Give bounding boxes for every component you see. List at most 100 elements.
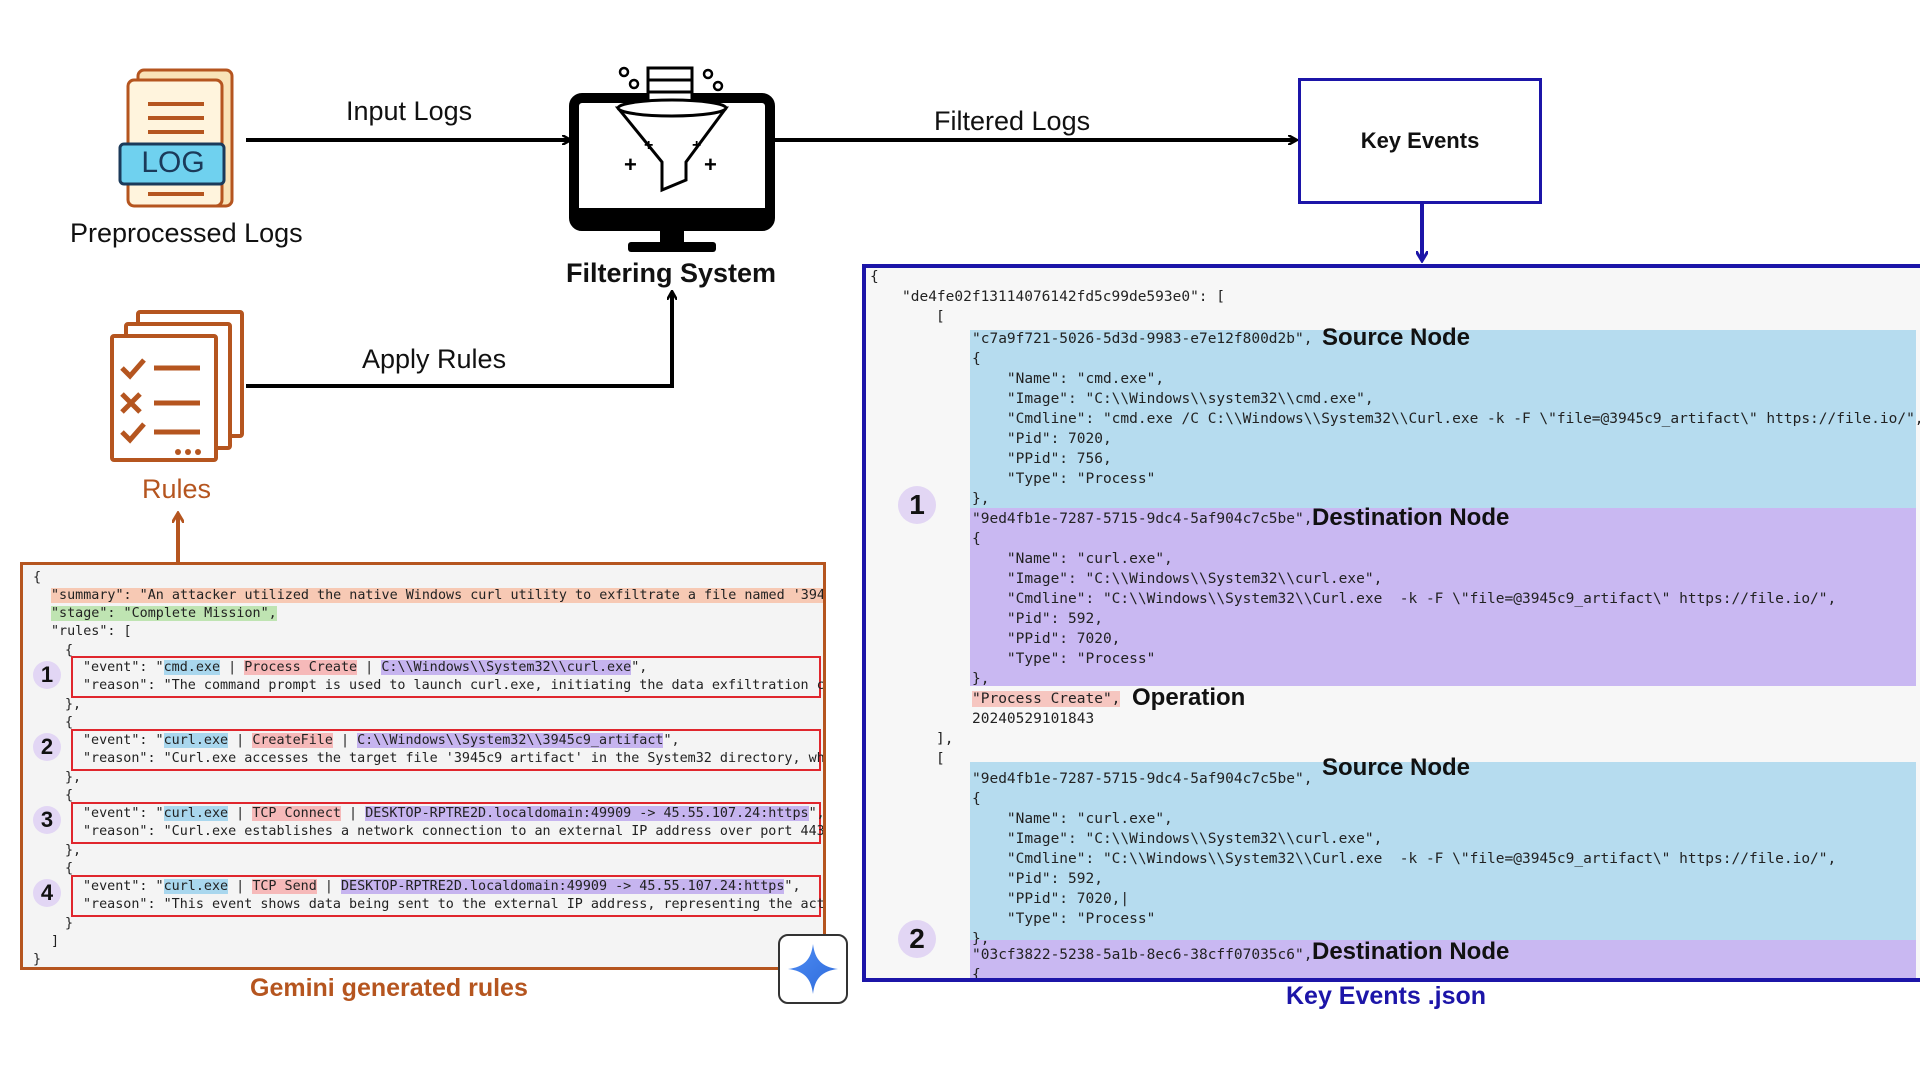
event-key: "event": " [83, 806, 164, 821]
rules-label: Rules [142, 474, 212, 504]
rule-badge-1: 1 [33, 661, 61, 689]
rule-operation: Process Create [244, 660, 358, 675]
json-open: { [870, 269, 879, 285]
rule-reason-line: "reason": "This event shows data being s… [83, 897, 825, 912]
source-node-label: Source Node [1322, 754, 1471, 781]
timestamp-line: 20240529101843 [972, 711, 1095, 727]
rule-brace-close: }, [65, 697, 82, 712]
rule-target: DESKTOP-RPTRE2D.localdomain:49909 -> 45.… [365, 806, 809, 821]
dest-node-id: "03cf3822-5238-5a1b-8ec6-38cff07035c6", [972, 947, 1313, 963]
rule-brace-close: }, [65, 843, 82, 858]
rule-actor: curl.exe [163, 733, 229, 748]
svg-text:+: + [704, 152, 717, 177]
rule-event-line: "event": "curl.exe | CreateFile | C:\\Wi… [83, 733, 680, 748]
json-line: }, [972, 671, 990, 687]
rule-event-line: "event": "curl.exe | TCP Connect | DESKT… [83, 806, 825, 821]
rule-brace-close-last: } [65, 916, 74, 931]
json-line: "Image": "C:\\Windows\\system32\\cmd.exe… [972, 391, 1374, 407]
code-open-brace: { [33, 570, 42, 585]
monitor-funnel-icon: + + + + [568, 62, 776, 262]
json-line: "Type": "Process" [972, 471, 1156, 487]
source-node-id: "c7a9f721-5026-5d3d-9983-e7e12f800d2b", [972, 331, 1313, 347]
operation-label: Operation [1132, 684, 1246, 711]
rule-target: C:\\Windows\\System32\\3945c9_artifact [357, 733, 664, 748]
event-key: "event": " [83, 733, 164, 748]
log-icon-text: LOG [141, 146, 205, 179]
json-edge-open: [ [936, 309, 945, 325]
json-line: { [972, 351, 981, 367]
json-line: "Type": "Process" [972, 651, 1156, 667]
stage-text: "stage": "Complete Mission", [51, 606, 277, 621]
rule-actor: cmd.exe [163, 660, 221, 675]
rules-checklist-icon [108, 308, 248, 468]
rule-operation: TCP Connect [252, 806, 341, 821]
dest-node-block-2 [970, 940, 1916, 978]
json-edge-close: ], [936, 731, 954, 747]
rule-operation: CreateFile [252, 733, 333, 748]
stage-line: "stage": "Complete Mission", [51, 605, 277, 624]
event-key: "event": " [83, 660, 164, 675]
rule-reason-line: "reason": "Curl.exe establishes a networ… [83, 824, 826, 839]
dest-node-id: "9ed4fb1e-7287-5715-9dc4-5af904c7c5be", [972, 511, 1313, 527]
source-node-label: Source Node [1322, 324, 1471, 351]
json-line: "Name": "curl.exe", [972, 551, 1173, 567]
key-events-label: Key Events [1360, 128, 1480, 153]
gemini-rules-panel: { "summary": "An attacker utilized the n… [20, 562, 826, 970]
filtering-system-label: Filtering System [566, 258, 777, 288]
rule-brace-open: { [65, 788, 74, 803]
rule-badge-4: 4 [33, 879, 61, 907]
rule-actor: curl.exe [163, 879, 229, 894]
event-key: "event": " [83, 879, 164, 894]
rule-brace-open: { [65, 715, 74, 730]
edge-badge-1: 1 [898, 486, 936, 524]
source-node-block-2 [970, 762, 1916, 940]
key-events-json-panel: { "de4fe02f13114076142fd5c99de593e0": [ … [862, 264, 1920, 982]
rule-box-3 [71, 802, 821, 844]
json-line: "PPid": 756, [972, 451, 1112, 467]
json-line: "Image": "C:\\Windows\\System32\\curl.ex… [972, 571, 1383, 587]
json-root-key: "de4fe02f13114076142fd5c99de593e0": [ [902, 289, 1226, 305]
rule-box-1 [71, 656, 821, 698]
dest-node-label: Destination Node [1312, 938, 1510, 965]
svg-text:+: + [644, 137, 653, 154]
rule-brace-open: { [65, 861, 74, 876]
key-events-box: Key Events [1298, 78, 1542, 204]
key-events-json-caption: Key Events .json [1286, 982, 1487, 1010]
rule-box-4 [71, 875, 821, 917]
event-suffix: ", [784, 879, 801, 894]
json-line: "Cmdline": "cmd.exe /C C:\\Windows\\Syst… [972, 411, 1920, 427]
rules-close: ] [51, 934, 60, 949]
gemini-caption: Gemini generated rules [250, 974, 528, 1002]
json-line: "PPid": 7020,| [972, 891, 1130, 907]
operation-line: "Process Create", [972, 690, 1121, 710]
json-line: { [972, 531, 981, 547]
json-line: "Name": "curl.exe", [972, 811, 1173, 827]
json-line: { [972, 967, 981, 982]
apply-rules-label: Apply Rules [362, 344, 507, 374]
rules-open: "rules": [ [51, 624, 132, 639]
source-node-id: "9ed4fb1e-7287-5715-9dc4-5af904c7c5be", [972, 771, 1313, 787]
dest-node-label: Destination Node [1312, 504, 1510, 531]
dest-node-block-1 [970, 508, 1916, 686]
event-suffix: ", [808, 806, 825, 821]
rule-badge-2: 2 [33, 733, 61, 761]
rule-event-line: "event": "curl.exe | TCP Send | DESKTOP-… [83, 879, 801, 894]
json-line: }, [972, 931, 990, 947]
json-line: "Name": "cmd.exe", [972, 371, 1165, 387]
summary-text: "summary": "An attacker utilized the nat… [51, 588, 823, 603]
json-line: "Image": "C:\\Windows\\System32\\curl.ex… [972, 831, 1383, 847]
rule-event-line: "event": "cmd.exe | Process Create | C:\… [83, 660, 648, 675]
json-line: "PPid": 7020, [972, 631, 1121, 647]
filtered-logs-label: Filtered Logs [934, 106, 1091, 136]
input-logs-label: Input Logs [346, 96, 473, 126]
rule-target: C:\\Windows\\System32\\curl.exe [381, 660, 632, 675]
rule-operation: TCP Send [252, 879, 317, 894]
rule-reason-line: "reason": "The command prompt is used to… [83, 678, 826, 693]
json-line: "Cmdline": "C:\\Windows\\System32\\Curl.… [972, 591, 1837, 607]
preprocessed-logs-label: Preprocessed Logs [70, 218, 303, 248]
event-suffix: ", [631, 660, 648, 675]
json-line: "Type": "Process" [972, 911, 1156, 927]
json-line: }, [972, 491, 990, 507]
rule-badge-3: 3 [33, 806, 61, 834]
